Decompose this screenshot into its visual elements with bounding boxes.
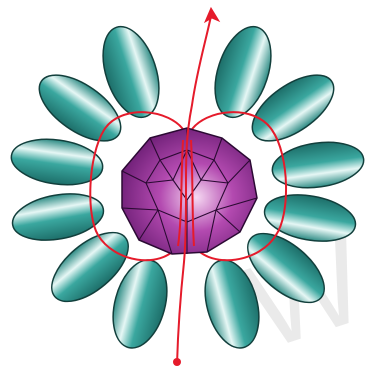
thread-end-dot <box>173 358 181 366</box>
center-bead <box>122 128 257 254</box>
arrowhead-icon <box>205 8 219 22</box>
